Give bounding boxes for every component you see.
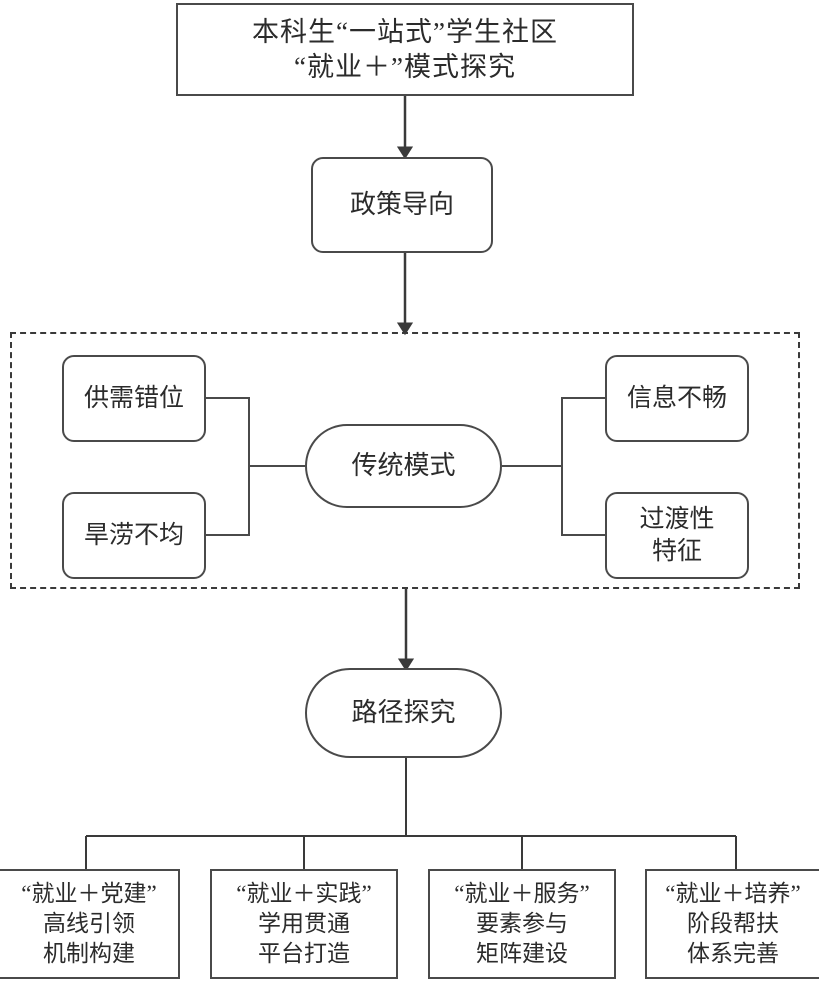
node-traditional-mode: 传统模式 xyxy=(305,424,502,508)
node-path-exploration: 路径探究 xyxy=(305,668,502,758)
node-approach-practice: “就业＋实践” 学用贯通 平台打造 xyxy=(210,869,398,979)
connector-path-to-leaves xyxy=(85,758,737,869)
node-supply-demand-mismatch: 供需错位 xyxy=(62,355,206,442)
node-transitional-characteristics: 过渡性 特征 xyxy=(605,492,749,579)
node-approach-cultivation: “就业＋培养” 阶段帮扶 体系完善 xyxy=(645,869,819,979)
node-title: 本科生“一站式”学生社区 “就业＋”模式探究 xyxy=(176,3,634,96)
node-information-blocked: 信息不畅 xyxy=(605,355,749,442)
node-policy-orientation: 政策导向 xyxy=(311,157,493,253)
node-uneven-distribution: 旱涝不均 xyxy=(62,492,206,579)
node-approach-service: “就业＋服务” 要素参与 矩阵建设 xyxy=(428,869,616,979)
node-approach-party-building: “就业＋党建” 高线引领 机制构建 xyxy=(0,869,180,979)
